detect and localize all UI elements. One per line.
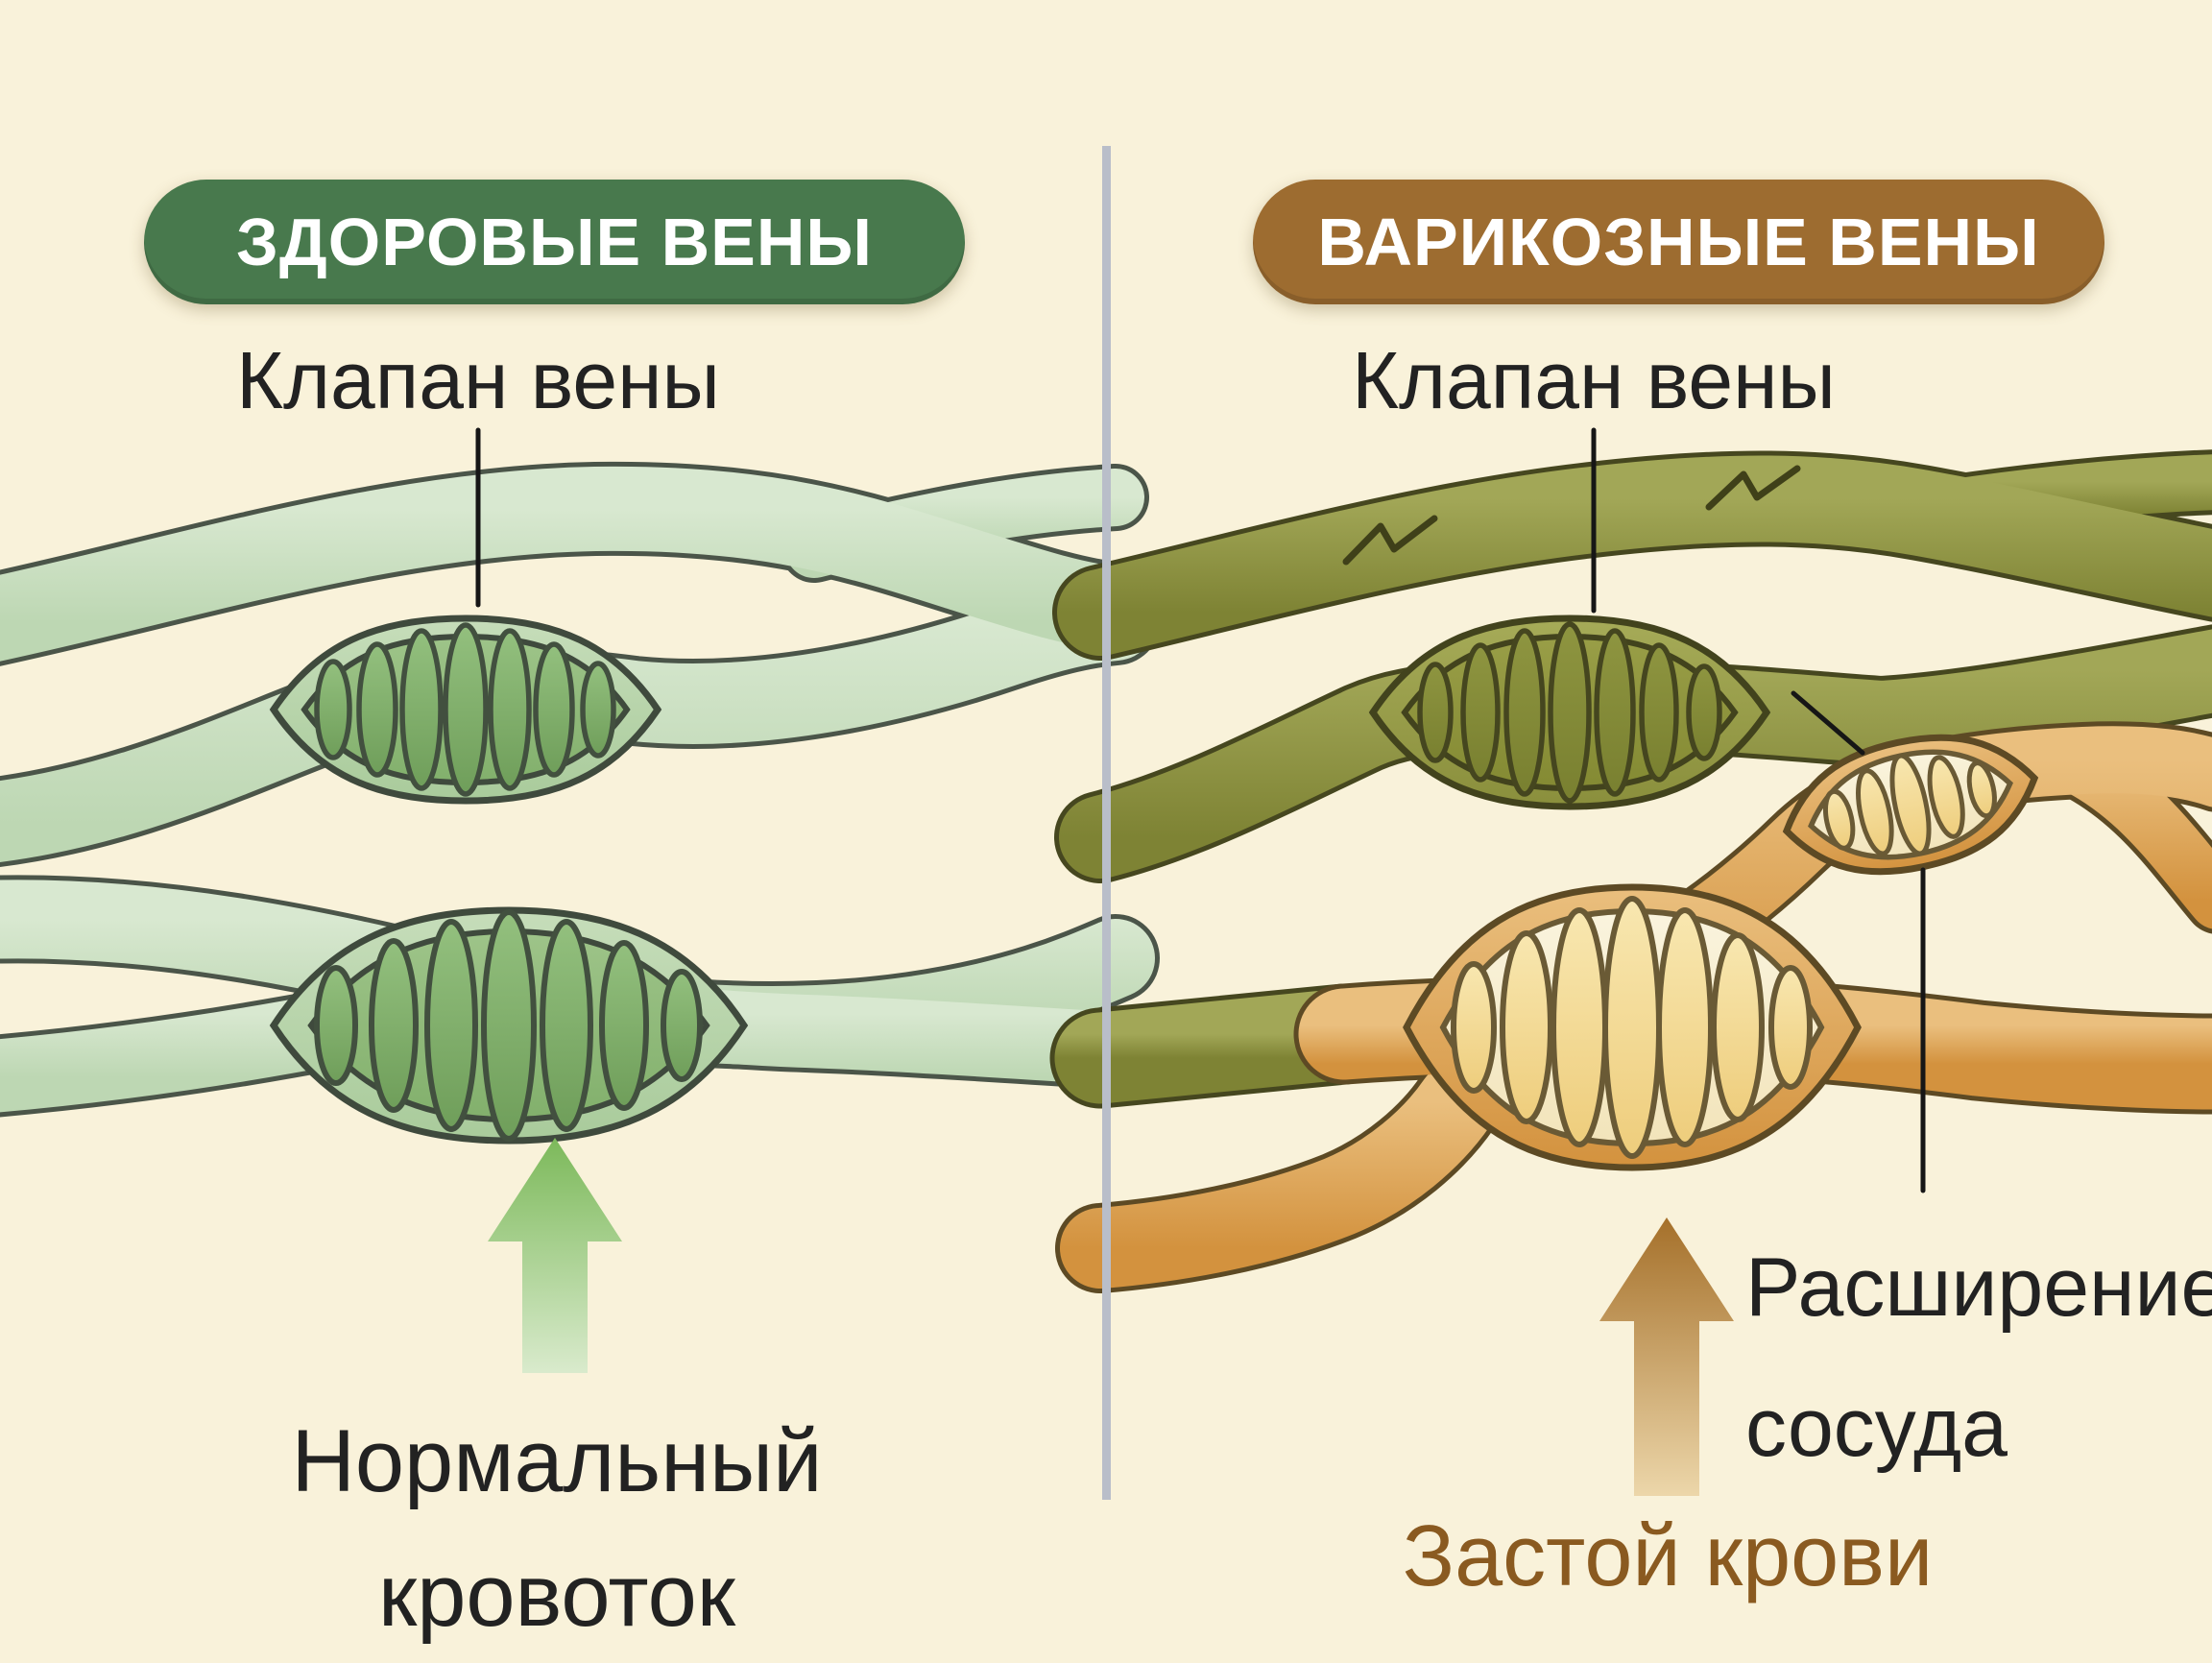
varicose-veins-header-label: ВАРИКОЗНЫЕ ВЕНЫ <box>1317 205 2040 279</box>
valve-segments <box>1451 896 1813 1159</box>
valve-segments <box>314 909 703 1142</box>
healthy-veins-header-badge: ЗДОРОВЫЕ ВЕНЫ <box>144 180 965 304</box>
valve-segments <box>1417 621 1722 804</box>
healthy-vein-network <box>0 497 1116 1145</box>
vessel-dilation-label-line2: сосуда <box>1745 1382 2008 1474</box>
vessel-dilation-label: Расширение сосуда <box>1745 1217 2212 1498</box>
vessel-dilation-label-line1: Расширение <box>1745 1241 2212 1334</box>
vein-crack-marks <box>1342 465 1801 566</box>
normal-flow-up-arrow-icon <box>488 1138 622 1373</box>
dilated-valve-large <box>1403 883 1862 1171</box>
valve-segments <box>1822 753 1997 856</box>
normal-flow-label-line1: Нормальный <box>291 1412 823 1510</box>
dilated-valve-small <box>1782 734 2039 876</box>
varicose-vein-network <box>1100 469 2212 1248</box>
healthy-valve-label: Клапан вены <box>236 335 720 425</box>
normal-flow-label-line2: кровоток <box>377 1547 736 1645</box>
panel-divider <box>1102 146 1111 1500</box>
healthy-veins-header-label: ЗДОРОВЫЕ ВЕНЫ <box>236 205 873 279</box>
valve-segments <box>314 622 616 797</box>
varicose-valve-label: Клапан вены <box>1352 335 1836 425</box>
normal-flow-label: Нормальный кровоток <box>173 1394 941 1663</box>
blood-stasis-label: Застой крови <box>1402 1508 1934 1604</box>
varicose-valve-olive <box>1368 615 1771 810</box>
varicose-veins-header-badge: ВАРИКОЗНЫЕ ВЕНЫ <box>1253 180 2104 304</box>
healthy-valve-upper <box>269 615 662 805</box>
healthy-valve-lower <box>269 906 749 1145</box>
stasis-up-arrow-icon <box>1599 1217 1734 1496</box>
dilation-pointer-line-diagonal <box>1791 690 1865 756</box>
